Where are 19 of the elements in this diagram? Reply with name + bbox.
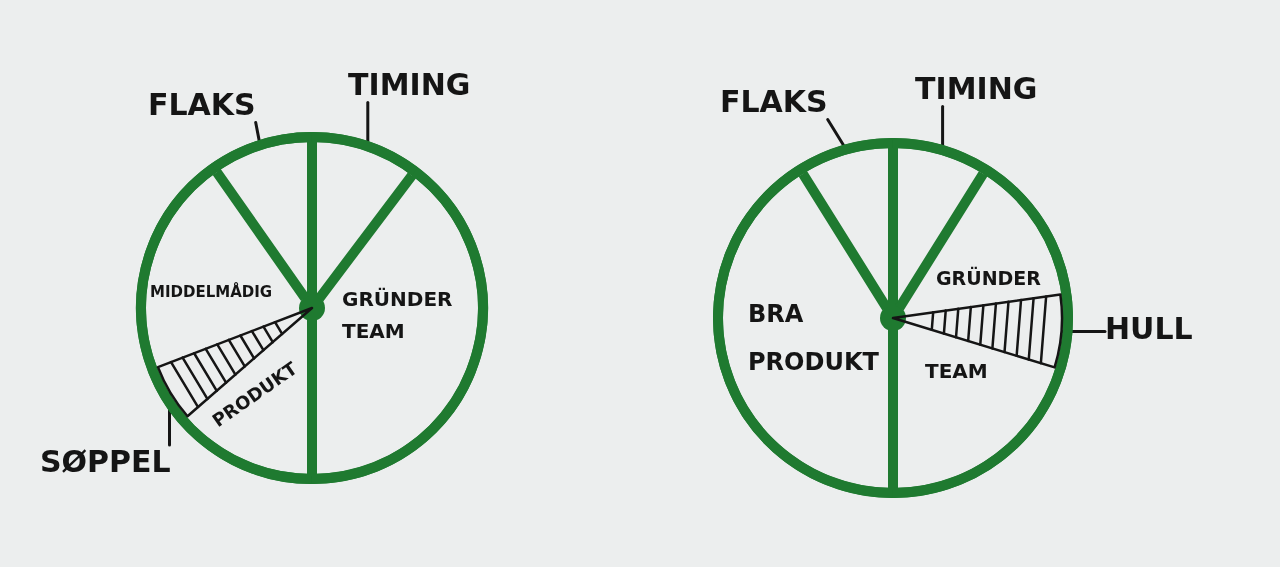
callout-label: HULL [1105, 312, 1193, 347]
callout-label: FLAKS [148, 88, 256, 123]
leader-line [826, 118, 845, 147]
pie-slice [892, 164, 1074, 499]
callout-label: TIMING [915, 72, 1038, 107]
slice-label: BRA PRODUKT [748, 299, 880, 378]
slice-label: TEAM [925, 360, 988, 383]
callout-label: FLAKS [720, 85, 828, 120]
leader-line [366, 101, 370, 143]
slice-label: GRÜNDER [936, 268, 1041, 290]
slice-label: GRÜNDER TEAM [342, 286, 454, 345]
callout-label: SØPPEL [40, 445, 171, 480]
pie-slice [712, 164, 899, 499]
pie-slice [311, 166, 489, 485]
slice-label: MIDDELMÅDIG [150, 284, 273, 302]
leader-line [254, 121, 261, 142]
callout-label: TIMING [348, 68, 471, 103]
pie-chart [713, 138, 1073, 498]
leader-line [941, 105, 945, 147]
